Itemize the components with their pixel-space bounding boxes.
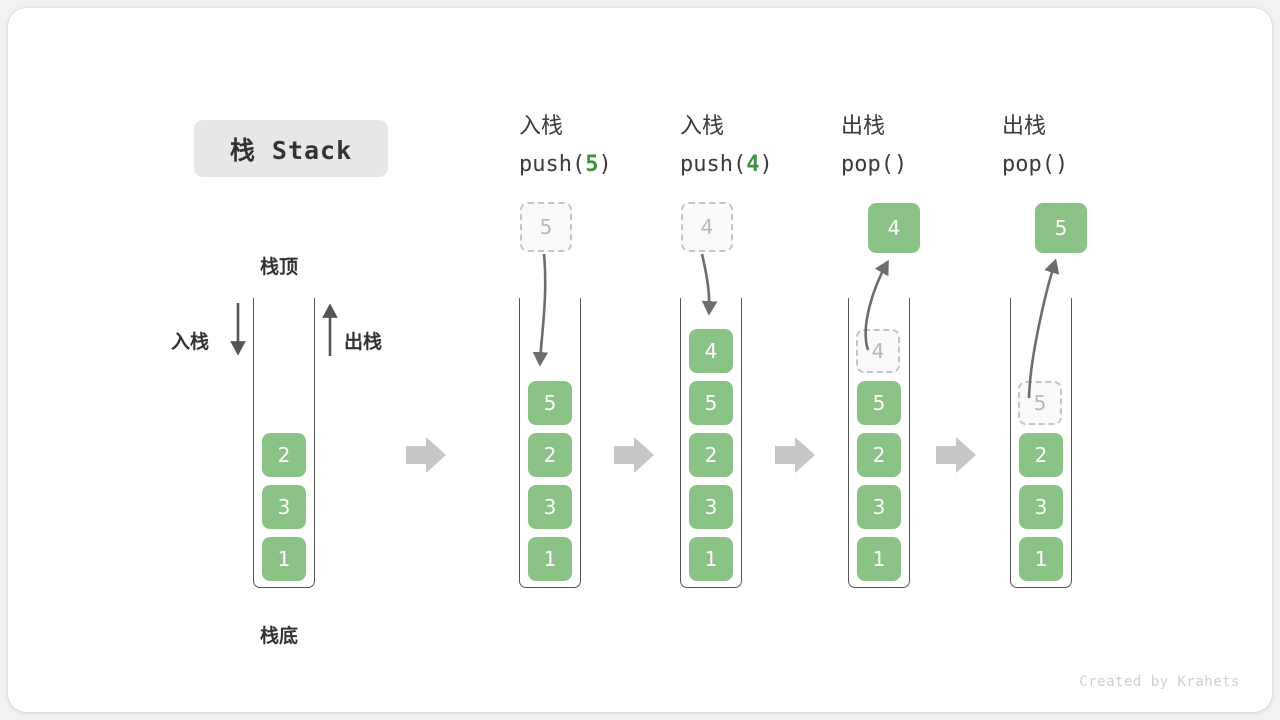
fn-arg: 4: [746, 152, 760, 177]
stack-cell: 1: [1019, 537, 1063, 581]
step-arrow-icon: [775, 437, 815, 473]
label-push-direction: 入栈: [171, 331, 210, 353]
fn-suffix: ): [893, 152, 908, 177]
stack-container-initial: [253, 298, 315, 588]
stack-cell: 5: [857, 381, 901, 425]
step-arrow-icon: [406, 437, 446, 473]
in-flight-cell-ghost: 5: [520, 202, 572, 252]
stack-cell: 1: [262, 537, 306, 581]
label-stack-top: 栈顶: [260, 256, 299, 278]
stack-cell-vacated: 4: [856, 329, 900, 373]
fn-suffix: ): [1054, 152, 1069, 177]
stack-cell: 3: [689, 485, 733, 529]
stack-cell: 2: [689, 433, 733, 477]
stack-cell: 5: [689, 381, 733, 425]
stack-cell: 3: [262, 485, 306, 529]
watermark-credit: Created by Krahets: [1079, 674, 1240, 690]
step-arrow-icon: [936, 437, 976, 473]
stack-container-push-5: [519, 298, 581, 588]
stage-header-push-4: 入栈 push(4): [680, 108, 830, 184]
stack-cell: 1: [857, 537, 901, 581]
fn-suffix: ): [759, 152, 773, 177]
stack-container-push-4: [680, 298, 742, 588]
diagram-title: 栈 Stack: [194, 120, 388, 177]
popped-cell: 5: [1035, 203, 1087, 253]
stage-header-fn: pop(): [1002, 146, 1152, 184]
stage-header-cn: 入栈: [519, 114, 564, 139]
stack-cell: 2: [528, 433, 572, 477]
stack-cell: 3: [1019, 485, 1063, 529]
stack-container-pop-5: [1010, 298, 1072, 588]
step-arrow-icon: [614, 437, 654, 473]
fn-prefix: push(: [680, 152, 747, 177]
label-pop-direction: 出栈: [344, 331, 383, 353]
stage-header-cn: 入栈: [680, 114, 725, 139]
fn-arg: 5: [585, 152, 599, 177]
diagram-card: 栈 Stack 栈顶 栈底 入栈 出栈 2 3 1 入栈 push(5) 5 5…: [8, 8, 1272, 712]
stack-container-pop-4: [848, 298, 910, 588]
stack-cell: 2: [1019, 433, 1063, 477]
stage-header-fn: push(4): [680, 146, 830, 184]
stage-header-push-5: 入栈 push(5): [519, 108, 669, 184]
fn-prefix: pop(: [1002, 152, 1055, 177]
fn-suffix: ): [598, 152, 612, 177]
stack-cell: 1: [689, 537, 733, 581]
stack-cell: 2: [262, 433, 306, 477]
in-flight-cell-ghost: 4: [681, 202, 733, 252]
stage-header-pop-5: 出栈 pop(): [1002, 108, 1152, 184]
fn-prefix: pop(: [841, 152, 894, 177]
stack-cell: 1: [528, 537, 572, 581]
stage-header-cn: 出栈: [841, 114, 886, 139]
stage-header-pop-4: 出栈 pop(): [841, 108, 991, 184]
stack-cell: 4: [689, 329, 733, 373]
stage-header-fn: pop(): [841, 146, 991, 184]
stack-cell: 3: [857, 485, 901, 529]
stage-header-fn: push(5): [519, 146, 669, 184]
stack-cell: 5: [528, 381, 572, 425]
label-stack-bottom: 栈底: [260, 625, 299, 647]
stack-cell: 3: [528, 485, 572, 529]
popped-cell: 4: [868, 203, 920, 253]
stack-cell: 2: [857, 433, 901, 477]
stack-cell-vacated: 5: [1018, 381, 1062, 425]
stage-header-cn: 出栈: [1002, 114, 1047, 139]
fn-prefix: push(: [519, 152, 586, 177]
